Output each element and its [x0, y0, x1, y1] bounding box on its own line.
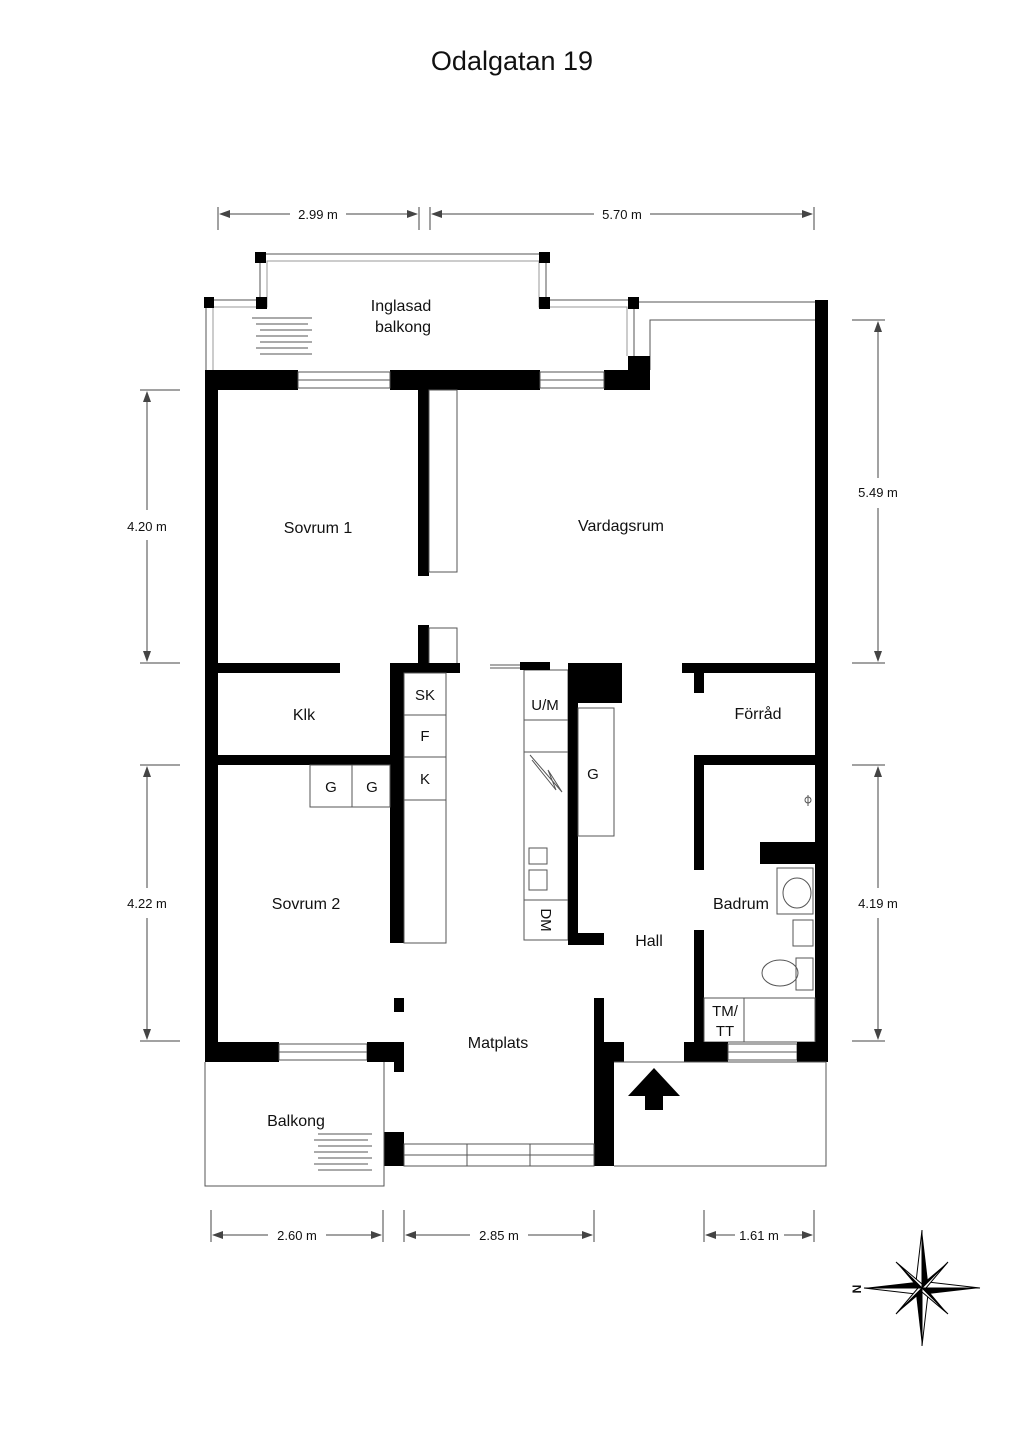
dim-label-bottom-right: 1.61 m [739, 1228, 779, 1243]
fixture-label-dm: DM [537, 908, 554, 931]
room-labels: Inglasad balkong Sovrum 1 Vardagsrum Klk… [267, 298, 781, 1130]
dim-label-right-lower: 4.19 m [858, 896, 898, 911]
room-label-matplats: Matplats [468, 1035, 528, 1052]
fixture-label-f: F [420, 728, 429, 745]
glazed-balcony [204, 252, 815, 370]
room-label-sovrum-1: Sovrum 1 [284, 520, 353, 537]
room-label-inglasad-balkong-2: balkong [375, 319, 431, 336]
dim-right-upper: 5.49 m [852, 319, 898, 664]
dim-right-lower: 4.19 m [852, 764, 898, 1042]
room-label-badrum: Badrum [713, 896, 769, 913]
room-label-inglasad-balkong-1: Inglasad [371, 298, 432, 315]
stairs-icon [252, 317, 312, 355]
dim-top-right: 5.70 m [429, 207, 815, 230]
dim-bottom-left: 2.60 m [210, 1210, 384, 1243]
room-label-balkong: Balkong [267, 1113, 325, 1130]
fixture-label-g-hall: G [587, 766, 599, 783]
dim-label-top-left: 2.99 m [298, 207, 338, 222]
toilet-icon [761, 957, 814, 991]
dim-label-bottom-middle: 2.85 m [479, 1228, 519, 1243]
room-label-sovrum-2: Sovrum 2 [272, 896, 341, 913]
fixture-label-tmtt-1: TM/ [712, 1003, 739, 1020]
room-label-klk: Klk [293, 707, 316, 724]
sink-icon [776, 867, 814, 915]
dimension-lines: 2.99 m 5.70 m 4.20 m [127, 207, 898, 1243]
dim-label-right-upper: 5.49 m [858, 485, 898, 500]
fixture-label-k: K [420, 771, 430, 788]
dim-label-left-lower: 4.22 m [127, 896, 167, 911]
room-label-forrad: Förråd [734, 705, 781, 723]
dim-top-left: 2.99 m [217, 207, 420, 230]
fixture-label-sk: SK [415, 687, 435, 704]
fixture-label-g1: G [325, 779, 337, 796]
shower-icon [804, 795, 812, 806]
plan-title: Odalgatan 19 [431, 46, 593, 76]
stairs-icon [314, 1133, 372, 1171]
room-label-vardagsrum: Vardagsrum [578, 518, 664, 535]
room-label-hall: Hall [635, 933, 663, 950]
fixture-labels: SK F K G G G U/M DM TM/ TT [325, 687, 739, 1040]
fixture-label-um: U/M [531, 697, 559, 714]
fixture-label-g2: G [366, 779, 378, 796]
compass-north-label: N [850, 1285, 864, 1294]
balcony [204, 1062, 385, 1187]
dim-bottom-middle: 2.85 m [403, 1210, 595, 1243]
compass-rose-icon: N [850, 1229, 981, 1347]
dim-bottom-right: 1.61 m [703, 1210, 815, 1243]
walls [205, 300, 828, 1167]
dim-label-top-right: 5.70 m [602, 207, 642, 222]
entrance-arrow-icon [628, 1068, 680, 1110]
dim-left-upper: 4.20 m [127, 389, 180, 664]
dim-left-lower: 4.22 m [127, 764, 180, 1042]
dim-label-left-upper: 4.20 m [127, 519, 167, 534]
fixture-label-tmtt-2: TT [716, 1023, 734, 1040]
dim-label-bottom-left: 2.60 m [277, 1228, 317, 1243]
fridge-icon [529, 754, 563, 793]
